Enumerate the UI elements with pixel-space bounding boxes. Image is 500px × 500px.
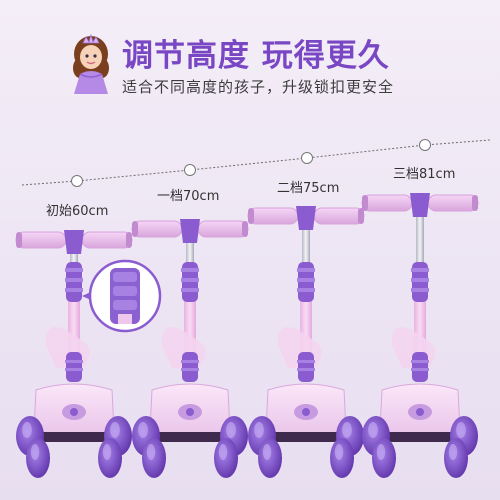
height-marker-1 <box>71 175 83 187</box>
height-marker-3 <box>301 152 313 164</box>
height-label-4: 三档81cm <box>393 167 456 182</box>
page-subtitle: 适合不同高度的孩子，升级锁扣更安全 <box>122 78 395 96</box>
princess-mascot-icon <box>73 33 109 94</box>
height-label-3: 二档75cm <box>277 181 340 196</box>
page-title: 调节高度 玩得更久 <box>122 38 390 74</box>
scooter-3 <box>247 206 365 478</box>
height-guide-line <box>21 139 491 186</box>
scooter-2 <box>131 219 249 478</box>
height-marker-2 <box>184 164 196 176</box>
latch-lock-icon <box>82 259 162 333</box>
height-label-2: 一档70cm <box>157 189 220 204</box>
height-marker-4 <box>419 139 431 151</box>
scooter-1 <box>15 230 133 478</box>
scooter-4 <box>361 193 479 478</box>
height-label-1: 初始60cm <box>46 204 109 219</box>
